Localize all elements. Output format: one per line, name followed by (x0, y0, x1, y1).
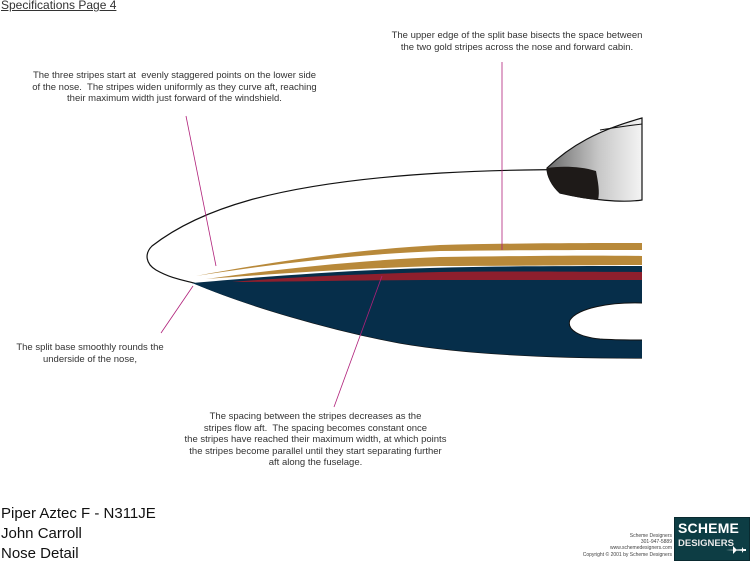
caption-aircraft: Piper Aztec F - N311JE (1, 505, 156, 522)
maroon-stripe (232, 271, 642, 282)
logo-line2: DESIGNERS (678, 538, 734, 549)
page-title: Specifications Page 4 (1, 0, 117, 12)
logo-plane-icon (726, 546, 746, 554)
note-split-edge: The upper edge of the split base bisects… (391, 30, 643, 53)
note-spacing: The spacing between the stripes decrease… (184, 411, 447, 468)
credit-website: www.schemedesigners.com (610, 545, 672, 552)
leader-line-three-stripes (185, 115, 217, 267)
scheme-designers-logo: SCHEME DESIGNERS (674, 517, 750, 561)
credit-phone: 301-947-5889 (640, 539, 672, 546)
windshield-shadow (547, 166, 599, 200)
leader-line-split-base (160, 285, 194, 334)
upper-gold-stripe (196, 243, 642, 276)
caption-view: Nose Detail (1, 545, 79, 562)
windshield-frame (599, 123, 643, 131)
note-three-stripes: The three stripes start at evenly stagge… (32, 70, 317, 104)
logo-line1: SCHEME (678, 520, 740, 536)
lower-gold-stripe (206, 255, 642, 279)
credit-copyright: Copyright © 2001 by Scheme Designers (582, 551, 672, 558)
note-split-base: The split base smoothly rounds the under… (16, 342, 164, 365)
split-base (192, 266, 642, 358)
caption-owner: John Carroll (1, 525, 82, 542)
cabin-window (568, 302, 643, 341)
credit-company: Scheme Designers (629, 533, 672, 539)
credit-block: Scheme Designers 301-947-5889 www.scheme… (560, 533, 672, 558)
leader-line-spacing (333, 275, 383, 408)
